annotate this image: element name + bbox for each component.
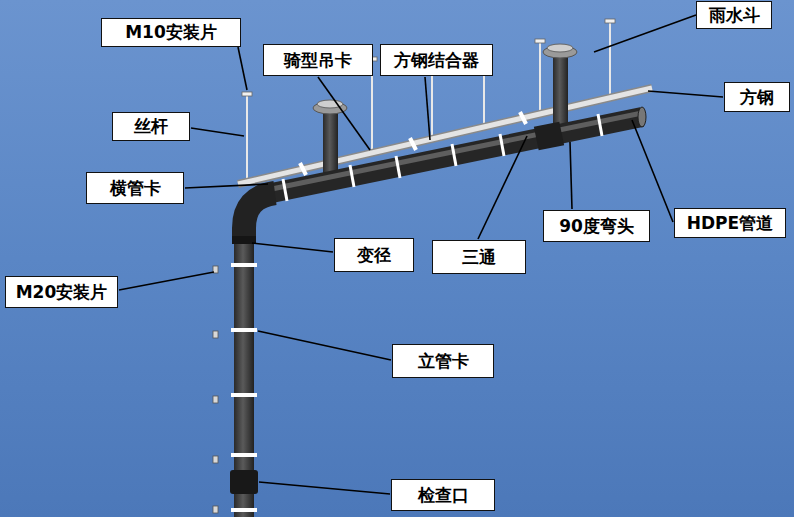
check-port <box>230 470 258 494</box>
callout-box: 雨水斗 <box>696 1 772 29</box>
callout-box: 三通 <box>432 240 526 274</box>
callout-label: 变径 <box>357 246 391 265</box>
callout-box: 骑型吊卡 <box>263 44 373 76</box>
riser-clamp <box>231 263 257 512</box>
callout-box: 横管卡 <box>86 172 184 204</box>
callout-box: M20安装片 <box>5 276 118 308</box>
callout-label: 方钢 <box>740 88 774 107</box>
callout-label: 检查口 <box>418 486 469 505</box>
callout-label: 横管卡 <box>110 179 161 198</box>
callout-label: HDPE管道 <box>687 214 773 233</box>
callout-box: M10安装片 <box>101 18 241 47</box>
callout-label: M20安装片 <box>16 283 108 302</box>
callout-label: 90度弯头 <box>559 217 634 236</box>
callout-label: 骑型吊卡 <box>284 51 352 70</box>
leader-line <box>119 15 723 494</box>
callout-box: 立管卡 <box>392 344 494 378</box>
callout-label: 雨水斗 <box>709 6 760 25</box>
callout-label: 丝杆 <box>134 117 168 136</box>
callout-box: 丝杆 <box>112 112 190 141</box>
m20-plate <box>213 266 218 513</box>
callout-box: 变径 <box>334 238 414 272</box>
callout-label: M10安装片 <box>125 23 217 42</box>
hdpe-pipe <box>262 113 642 191</box>
tee-fitting <box>534 122 564 151</box>
elbow-90 <box>244 193 275 240</box>
callout-label: 三通 <box>462 248 496 267</box>
hdpe-pipe <box>262 117 642 195</box>
callout-box: HDPE管道 <box>674 208 786 238</box>
callout-label: 方钢结合器 <box>394 51 479 70</box>
callout-box: 检查口 <box>391 479 495 511</box>
pipe-clamp <box>283 114 602 201</box>
callout-box: 90度弯头 <box>543 210 650 242</box>
callout-label: 立管卡 <box>418 352 469 371</box>
pipe-end <box>638 107 646 127</box>
callout-box: 方钢结合器 <box>380 44 493 76</box>
callout-box: 方钢 <box>724 82 790 112</box>
